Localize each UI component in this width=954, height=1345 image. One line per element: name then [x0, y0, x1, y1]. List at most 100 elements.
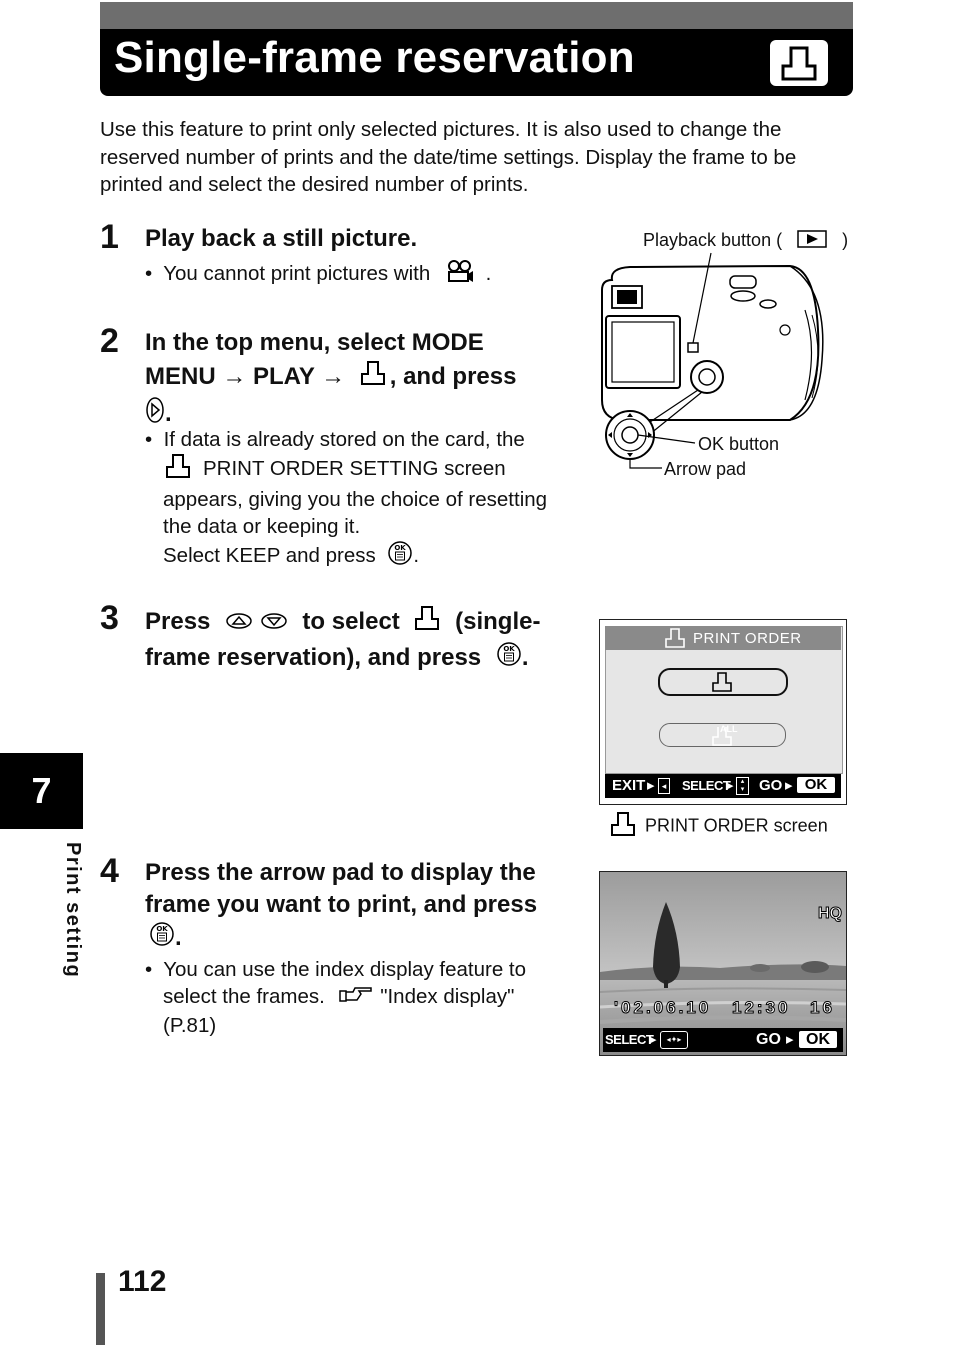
step-4-bullet-line-2: select the frames.: [163, 985, 325, 1008]
index-display-ref: "Index display": [380, 985, 515, 1008]
right-arrow-icon: ▸: [647, 777, 655, 794]
chapter-label: Print setting: [62, 842, 84, 979]
time-readout: 12:30: [731, 998, 791, 1018]
arrow-down-button-icon: [260, 607, 288, 639]
intro-paragraph: Use this feature to print only selected …: [100, 118, 797, 196]
select-label: SELECT: [605, 1032, 654, 1047]
step-2-heading-line-2: MENU → PLAY → , and press: [145, 359, 575, 396]
screen-header-title: PRINT ORDER: [693, 630, 802, 647]
step-2-bullet-line-4: the data or keeping it.: [163, 515, 361, 538]
step-2-bullet-line-5: Select KEEP and press: [163, 543, 376, 567]
svg-text:OK: OK: [503, 645, 515, 653]
step-4-heading-line-2: frame you want to print, and press: [145, 891, 538, 918]
period: .: [521, 643, 529, 671]
go-label: GO: [756, 1031, 781, 1048]
page-title: Single-frame reservation: [114, 33, 635, 82]
playback-label: Playback button (: [643, 230, 783, 250]
single-text: (single-: [455, 607, 541, 635]
print-reserve-icon: [609, 811, 637, 842]
quality-indicator: HQ: [818, 905, 843, 923]
step-4-bullet: • You can use the index display feature …: [145, 956, 585, 1039]
step-2-number: 2: [100, 322, 119, 360]
print-reserve-icon: [163, 453, 193, 486]
title-stripe: [100, 2, 853, 29]
all-frames-option[interactable]: ALL: [659, 723, 786, 747]
arrow-pad-label: Arrow pad: [664, 459, 747, 479]
select-label: SELECT: [682, 778, 731, 793]
period: .: [413, 543, 420, 567]
chapter-tab[interactable]: 7: [0, 753, 83, 829]
right-arrow-icon: ▸: [726, 777, 734, 794]
step-4-number: 4: [100, 852, 119, 890]
print-order-screen: PRINT ORDER ALL EXIT ▸ ◂ SELECT ▸ ▴▾ GO …: [599, 619, 847, 805]
movie-icon: [444, 258, 474, 291]
print-reserve-icon: [712, 672, 732, 692]
screen-footer: EXIT ▸ ◂ SELECT ▸ ▴▾ GO ▸ OK: [605, 774, 841, 798]
ok-key-label: OK: [797, 777, 835, 793]
page-number-bar: [96, 1273, 105, 1345]
arrow-symbol: →: [222, 362, 247, 390]
step-2-bullet: • If data is already stored on the card,…: [145, 426, 585, 573]
step-3-number: 3: [100, 599, 119, 637]
date-readout: '02.06.10: [613, 998, 712, 1018]
left-key-icon: ◂: [658, 778, 670, 794]
press-text: Press: [145, 607, 211, 635]
photo-footer: SELECT ▸ ◂✦▸ GO ▸ OK: [603, 1028, 843, 1052]
print-reserve-icon: [358, 359, 388, 396]
screen-body: [605, 626, 843, 774]
page-reference: (P.81): [163, 1014, 217, 1038]
step-4-bullet-line-1: You can use the index display feature to: [163, 958, 527, 981]
step-4-heading-line-1: Press the arrow pad to display the: [145, 859, 536, 886]
play-word: PLAY: [253, 362, 315, 390]
caption-text: PRINT ORDER screen: [645, 815, 828, 836]
step-2-heading: In the top menu, select MODE MENU → PLAY…: [145, 327, 575, 433]
camera-illustration: [601, 252, 824, 469]
ok-key-label: OK: [799, 1031, 837, 1048]
print-reserve-icon: [770, 40, 828, 86]
svg-text:OK: OK: [395, 544, 407, 552]
go-label: GO: [759, 777, 783, 794]
to-select-text: to select: [302, 607, 400, 635]
playback-button-callout: Playback button ( ): [643, 229, 848, 253]
step-2-heading-line-1: In the top menu, select MODE: [145, 329, 484, 356]
print-all-icon: [712, 727, 732, 746]
arrow-up-button-icon: [225, 607, 253, 639]
updown-key-icon: ▴▾: [736, 777, 749, 795]
screen-header: PRINT ORDER: [605, 626, 841, 650]
and-press-text: , and press: [389, 362, 517, 390]
step-1-bullet-text: You cannot print pictures with: [163, 261, 431, 285]
step-1-bullet: • You cannot print pictures with .: [145, 258, 565, 291]
playback-icon: [797, 230, 827, 253]
all-label: ALL: [720, 724, 738, 734]
period: .: [165, 399, 172, 427]
playback-close: ): [842, 230, 849, 250]
step-2-bullet-line-1: If data is already stored on the card, t…: [163, 428, 525, 451]
ok-button-icon: OK: [387, 540, 413, 573]
page-number: 112: [118, 1265, 167, 1298]
step-4-heading: Press the arrow pad to display the frame…: [145, 857, 585, 956]
step-2-bullet-line-3: appears, giving you the choice of resett…: [163, 488, 548, 511]
right-arrow-icon: ▸: [785, 777, 793, 794]
step-2-bullet-line-2: PRINT ORDER SETTING screen: [203, 456, 506, 480]
svg-text:OK: OK: [156, 925, 168, 933]
print-reserve-icon: [663, 627, 687, 654]
ok-button-label: OK button: [698, 434, 780, 454]
pointing-hand-icon: [338, 983, 373, 1012]
step-2-heading-line-3: .: [145, 396, 575, 433]
frame-number: 16: [810, 998, 835, 1018]
step-1-number: 1: [100, 218, 119, 256]
ok-button-icon: OK: [496, 641, 522, 676]
period: .: [175, 923, 182, 951]
arrow-symbol-2: →: [321, 362, 346, 390]
arrow-right-button-icon: [145, 396, 165, 433]
right-arrow-icon: ▸: [649, 1031, 657, 1048]
arrow-pad-key-icon: ◂✦▸: [660, 1031, 688, 1049]
step-1-heading: Play back a still picture.: [145, 225, 418, 252]
exit-label: EXIT: [612, 777, 646, 794]
print-order-caption: PRINT ORDER screen: [609, 811, 828, 842]
photo-screen: HQ '02.06.10 12:30 16 SELECT ▸ ◂✦▸ GO ▸ …: [599, 871, 847, 1056]
ok-button-icon: OK: [149, 921, 175, 956]
menu-word: MENU: [145, 362, 216, 390]
step-3-heading: Press to select (single- frame reservati…: [145, 604, 585, 676]
single-frame-option[interactable]: [658, 668, 788, 696]
